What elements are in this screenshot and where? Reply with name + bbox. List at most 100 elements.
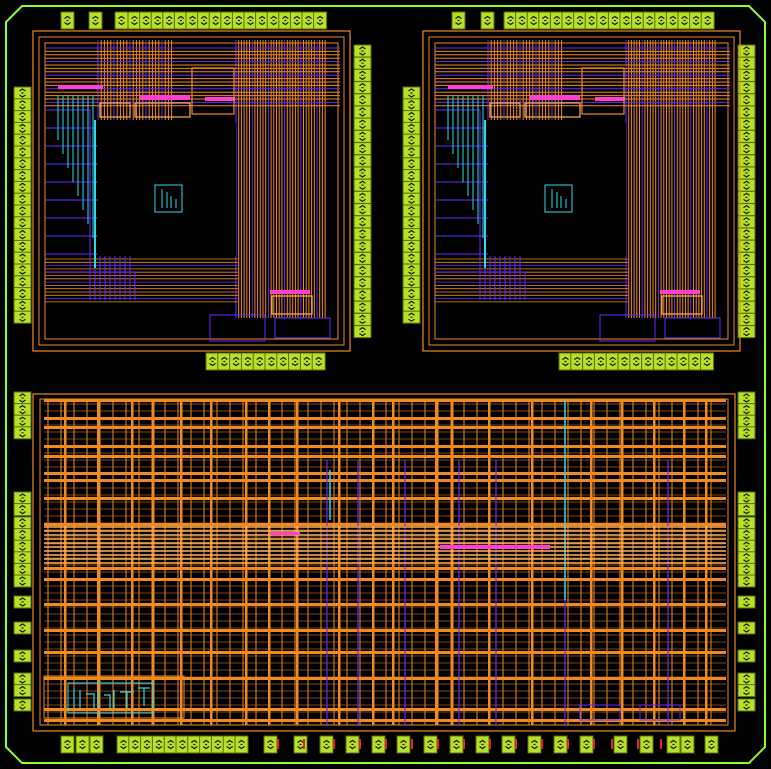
pad-mark — [19, 428, 26, 438]
pad-mark — [19, 541, 26, 551]
pad-mark — [743, 192, 750, 203]
io-pad — [13, 698, 32, 712]
io-pad — [13, 426, 32, 440]
power-rail — [44, 523, 726, 526]
pad-mark — [19, 623, 26, 633]
io-pad — [353, 81, 372, 95]
pad-stub — [611, 739, 613, 749]
io-pad — [553, 735, 568, 754]
io-pad — [13, 503, 32, 517]
pad-mark — [743, 253, 750, 264]
pad-mark — [19, 300, 26, 311]
pad-mark — [621, 356, 628, 367]
pad-mark — [291, 356, 299, 367]
power-rail — [44, 629, 726, 632]
io-pad — [75, 735, 90, 754]
pad-mark — [359, 253, 366, 264]
magenta-strip — [270, 532, 300, 535]
pad-mark — [19, 265, 26, 275]
io-pad — [353, 68, 372, 82]
pad-mark — [19, 88, 26, 98]
io-pad — [266, 11, 281, 30]
pad-mark — [599, 15, 607, 26]
pad-mark — [617, 739, 624, 750]
io-pad — [13, 228, 32, 242]
pad-mark — [223, 15, 231, 26]
io-pad — [652, 352, 667, 371]
pad-mark — [557, 739, 564, 750]
pad-mark — [743, 217, 750, 227]
pad-stub — [660, 739, 662, 749]
bottom-subblock — [664, 317, 721, 339]
pad-mark — [303, 356, 311, 367]
io-pad — [353, 276, 372, 290]
io-pad — [558, 352, 573, 371]
pad-mark — [79, 739, 86, 750]
pad-mark — [743, 168, 750, 178]
io-pad — [114, 11, 129, 30]
pad-mark — [408, 194, 415, 204]
io-pad — [128, 735, 143, 754]
io-pad — [527, 735, 542, 754]
block-ring — [38, 36, 345, 346]
io-pad — [654, 11, 669, 30]
magenta-strip — [530, 95, 580, 100]
pad-mark — [177, 15, 185, 26]
pad-mark — [258, 15, 266, 26]
io-pad — [276, 352, 291, 371]
io-pad — [700, 352, 715, 371]
pad-mark — [270, 15, 278, 26]
io-pad — [665, 11, 680, 30]
pad-stub — [277, 739, 279, 749]
pad-mark — [743, 143, 750, 154]
io-pad — [570, 352, 585, 371]
pad-mark — [64, 739, 71, 750]
io-pad — [263, 735, 278, 754]
pad-mark — [226, 739, 234, 750]
pad-mark — [359, 119, 366, 129]
io-pad — [480, 11, 495, 30]
pad-mark — [359, 46, 366, 56]
io-pad — [737, 190, 756, 204]
io-pad — [737, 574, 756, 588]
io-pad — [353, 142, 372, 156]
pad-stub — [637, 739, 639, 749]
pad-stub — [385, 739, 387, 749]
pad-mark — [19, 529, 26, 540]
pad-mark — [235, 15, 243, 26]
io-pad — [737, 166, 756, 180]
io-pad — [641, 352, 656, 371]
io-pad — [573, 11, 588, 30]
block-boundary — [32, 30, 351, 352]
io-pad — [353, 105, 372, 119]
pad-mark — [359, 290, 366, 300]
io-pad — [402, 98, 421, 112]
vertical-bus — [268, 399, 271, 725]
io-pad — [737, 426, 756, 440]
io-pad — [13, 86, 32, 100]
magenta-strip — [440, 545, 550, 549]
pad-mark — [743, 518, 750, 528]
pad-mark — [19, 597, 26, 607]
io-pad — [311, 352, 326, 371]
pad-mark — [743, 58, 750, 68]
io-pad — [150, 11, 165, 30]
io-pad — [353, 129, 372, 143]
io-pad — [13, 649, 32, 663]
io-pad — [353, 166, 372, 180]
io-pad — [116, 735, 131, 754]
pad-mark — [359, 326, 366, 337]
pad-mark — [131, 15, 138, 26]
pad-mark — [743, 241, 750, 251]
io-pad — [140, 735, 155, 754]
purple-block — [579, 704, 621, 721]
power-rail — [44, 399, 726, 402]
io-pad — [704, 735, 719, 754]
empty-core — [98, 123, 236, 256]
pad-mark — [359, 95, 366, 105]
block-ring — [428, 36, 735, 346]
pad-mark — [293, 15, 301, 26]
pad-mark — [643, 739, 650, 750]
io-pad — [737, 698, 756, 712]
pad-stub — [463, 739, 465, 749]
